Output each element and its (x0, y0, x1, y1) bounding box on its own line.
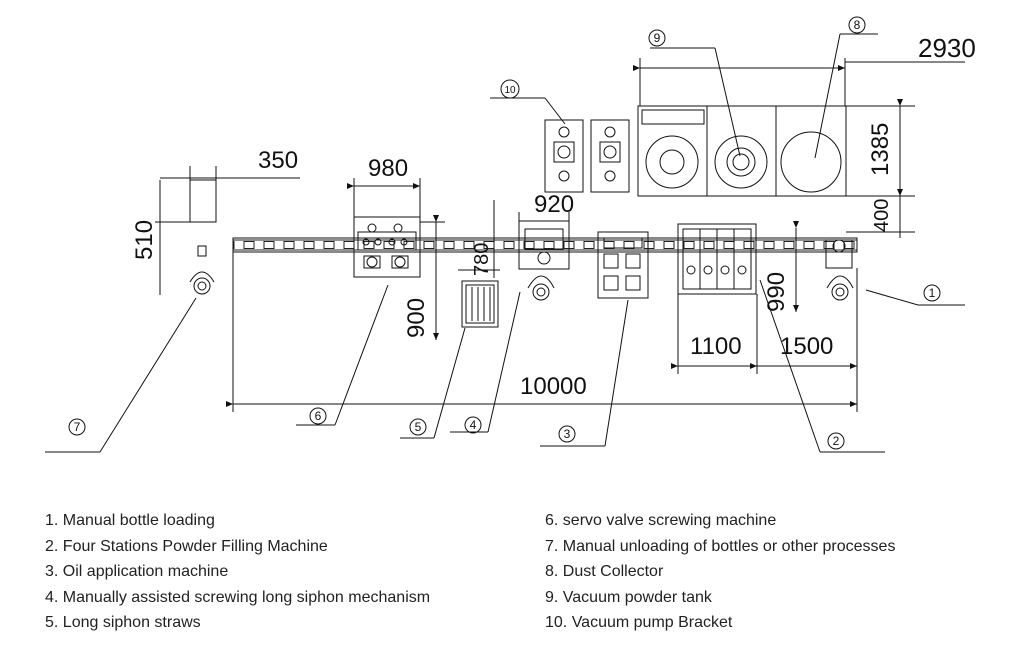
dimension-1100: 1100 (690, 333, 742, 360)
dimension-350: 350 (258, 147, 298, 174)
dimension-780: 780 (471, 243, 493, 276)
legend-item-8: 8. Dust Collector (545, 563, 664, 580)
callout-circle-3 (558, 425, 576, 443)
callout-9: 9 (654, 31, 661, 45)
callout-4: 4 (470, 418, 477, 432)
dimension-400: 400 (871, 199, 893, 232)
main-conveyor (232, 237, 858, 253)
siphon-screwing-station (518, 220, 570, 301)
dimension-990: 990 (763, 272, 790, 312)
legend-item-7: 7. Manual unloading of bottles or other … (545, 537, 896, 555)
legend-right-column: 6. servo valve screwing machine 7. Manua… (545, 508, 895, 636)
callout-8: 8 (854, 18, 861, 32)
callout-6: 6 (315, 409, 322, 423)
callout-5: 5 (415, 420, 422, 434)
dimension-510: 510 (131, 220, 158, 260)
callout-circle-6 (309, 407, 327, 425)
callout-circle-10 (500, 79, 520, 99)
layout-drawing: 2930 1385 400 350 980 920 510 780 900 99… (45, 16, 976, 453)
callout-7: 7 (74, 420, 81, 434)
callout-2: 2 (833, 434, 840, 448)
callout-circle-5 (409, 418, 427, 436)
operator-unloading (189, 179, 217, 295)
dimension-1500: 1500 (780, 333, 833, 360)
legend-item-2: 2. Four Stations Powder Filling Machine (45, 537, 328, 555)
long-siphon-straws-rack (461, 280, 499, 328)
legend-item-6: 6. servo valve screwing machine (545, 512, 777, 529)
legend-item-9: 9. Vacuum powder tank (545, 588, 712, 606)
callout-1: 1 (929, 286, 936, 300)
dimension-980: 980 (368, 155, 408, 182)
vacuum-pump-bracket (544, 119, 630, 193)
bottle-loading-station (825, 239, 854, 301)
dimension-1385: 1385 (867, 123, 894, 176)
legend-item-10: 10. Vacuum pump Bracket (545, 614, 733, 631)
servo-valve-screwing-machine (353, 216, 421, 278)
powder-filling-machine (677, 223, 757, 295)
legend-item-5: 5. Long siphon straws (45, 614, 201, 631)
legend-item-3: 3. Oil application machine (45, 563, 229, 580)
dimension-2930: 2930 (918, 33, 976, 63)
callout-circle-9 (648, 29, 666, 47)
callout-circle-8 (848, 16, 866, 34)
legend-left-column: 1. Manual bottle loading 2. Four Station… (45, 508, 430, 636)
callout-circle-4 (464, 416, 482, 434)
callout-circle-2 (827, 432, 845, 450)
powder-tanks-and-dust-collector (637, 105, 847, 197)
dimension-920: 920 (534, 191, 574, 218)
oil-application-machine (597, 231, 649, 299)
legend-item-1: 1. Manual bottle loading (45, 512, 215, 529)
callout-circle-1 (923, 284, 941, 302)
callout-10: 10 (504, 85, 516, 96)
dimension-10000: 10000 (520, 373, 587, 400)
callout-3: 3 (564, 427, 571, 441)
dimension-900: 900 (403, 298, 430, 338)
legend-item-4: 4. Manually assisted screwing long sipho… (45, 588, 431, 606)
callout-circle-7 (68, 418, 86, 436)
